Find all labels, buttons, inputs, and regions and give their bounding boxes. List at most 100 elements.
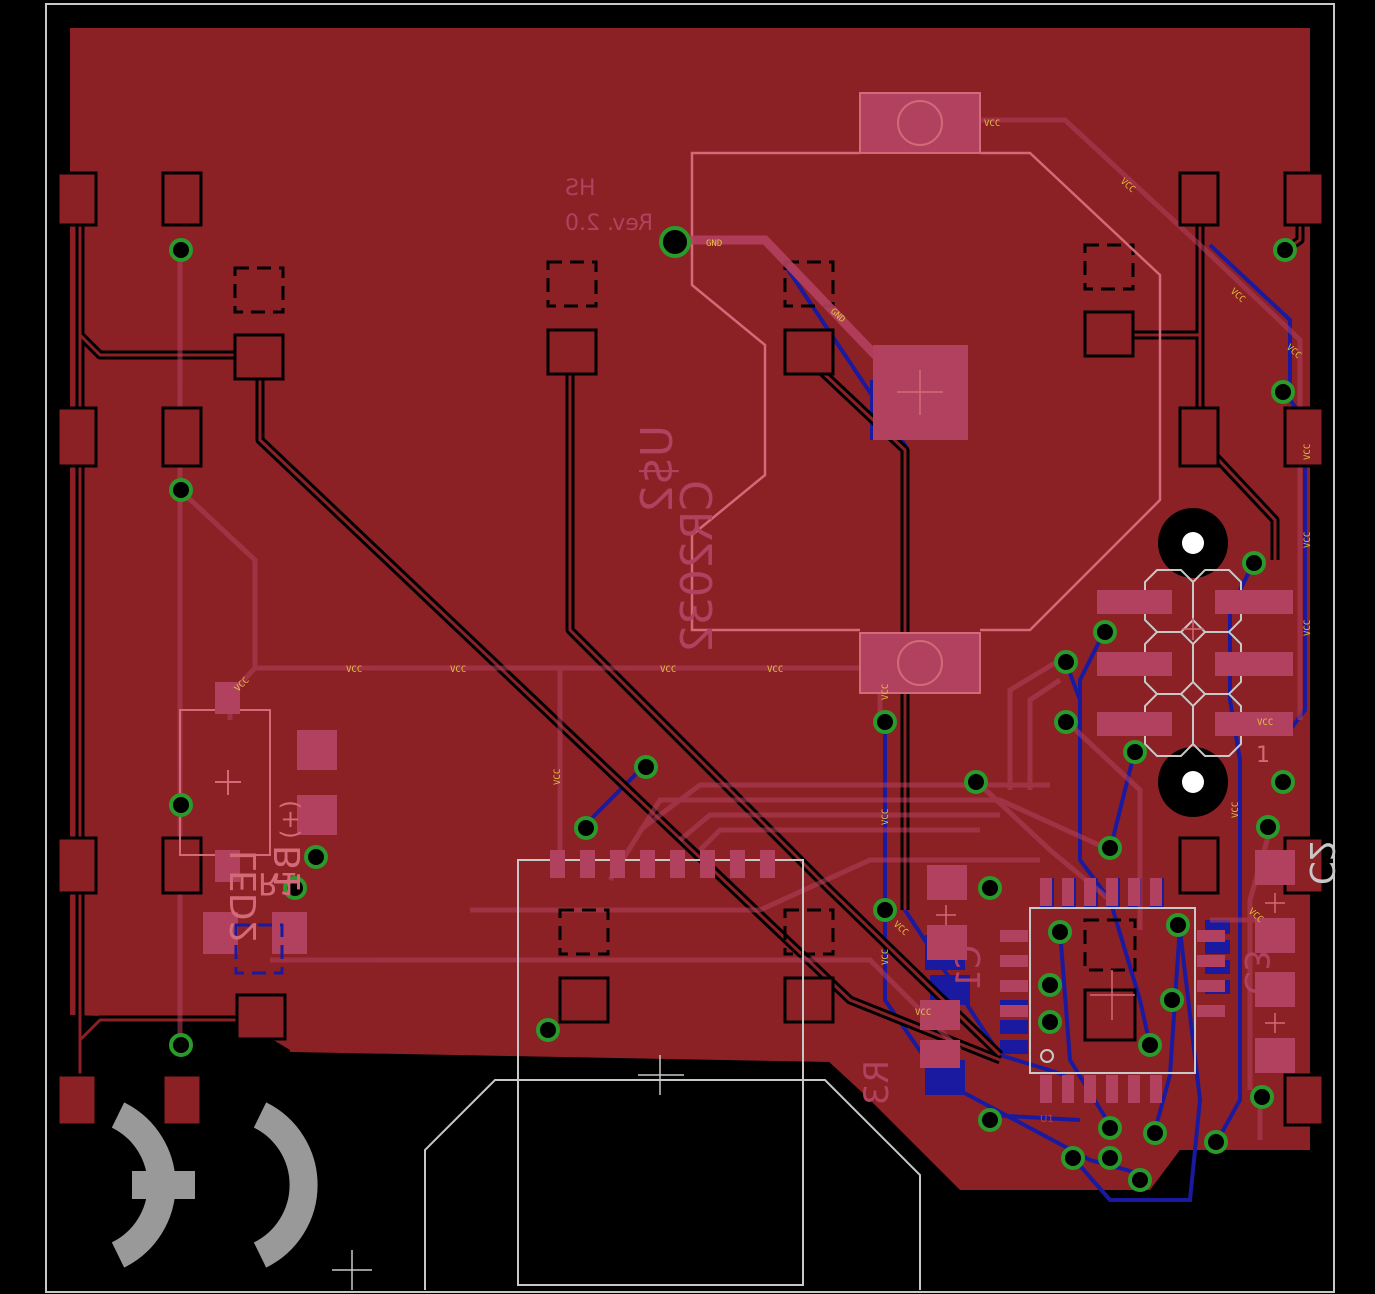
r1-pad-2 [272,912,307,954]
via [1271,770,1295,794]
via [169,793,193,817]
b1-pad-1 [297,730,337,770]
via [169,478,193,502]
via [1256,815,1280,839]
led2-pad-top [215,682,240,714]
usb-module-outline [517,859,804,1286]
u1-pin1-dot [1040,1049,1054,1063]
r1-pad-1 [203,912,238,954]
via [659,226,691,258]
c1-pad-2 [927,925,967,960]
via [1098,1116,1122,1140]
gnd-net-label: GND [706,239,722,249]
led2-pad-bottom [215,850,240,882]
led2-label: LED2 [224,850,265,943]
c1-label: C1 [949,945,989,990]
c1-mark [936,905,956,925]
via [1166,913,1190,937]
via [1061,1146,1085,1170]
via [1273,238,1297,262]
vcc-net-label: VCC [1303,444,1313,460]
dashed-pads [233,243,1135,956]
c2-pad-1 [1255,850,1295,885]
vcc-net-label: VCC [767,665,783,675]
vcc-net-label: VCC [1231,802,1241,818]
board-outline [45,3,1335,1293]
via [1250,1085,1274,1109]
vias [169,226,1297,1192]
via [283,876,307,900]
via [873,898,897,922]
vcc-net-label: VCC [881,809,891,825]
u1-center-pad-bottom [1083,918,1137,972]
via [1242,551,1266,575]
via [1271,380,1295,404]
via [1143,1121,1167,1145]
via [1093,620,1117,644]
top-traces-outside [289,1028,1075,1182]
vcc-net-label: VCC [1303,620,1313,636]
via [1054,710,1078,734]
c1-pad-1 [927,865,967,900]
u1-label: U1 [1040,1114,1054,1125]
c3-label: C3 [1236,950,1276,995]
via [169,238,193,262]
usb-module-center-mark [638,1055,684,1095]
vcc-net-label: VCC [915,1008,931,1018]
battery-part-label: CR2032 [672,480,723,653]
c3-pad-1 [1255,972,1295,1007]
origin-mark [332,1250,372,1290]
top-copper-pour [70,28,1310,1190]
c2-c3-marks [1265,893,1285,1033]
battery-pads [859,92,981,694]
via [1123,740,1147,764]
isp-pin1-label: 1 [1256,743,1270,768]
b1-pad-2 [297,795,337,835]
battery-holder-silk [690,151,1162,632]
smd-pads [56,171,1325,1127]
via [1138,1033,1162,1057]
vcc-net-label: VCC [553,769,563,785]
u1-center-mark [1090,970,1135,1020]
r1-bottom-pad [234,923,284,975]
r3-pad-2 [920,1040,960,1068]
vcc-net-label: VCC [881,949,891,965]
via [978,876,1002,900]
gnd-trace [690,235,884,364]
r1-label: R1 [258,865,298,900]
vcc-net-label: VCC [660,665,676,675]
via [1098,836,1122,860]
revision-label: Rev. 2.0 [565,211,653,236]
c2-pad-2 [1255,918,1295,953]
u1-center-pad-top [1083,988,1137,1042]
via [1098,1146,1122,1170]
c3-pad-2 [1255,1038,1295,1073]
via [1204,1130,1228,1154]
c2-label: C2 [1301,840,1341,885]
logo-mark [111,1102,318,1268]
vcc-net-label: VCC [346,665,362,675]
via [964,770,988,794]
vcc-net-label: VCC [1303,532,1313,548]
via [634,755,658,779]
b1-label: B1 [268,845,309,893]
via [1038,1010,1062,1034]
battery-ref-label: U$2 [632,425,683,513]
project-name: HS [565,176,596,201]
via [1048,920,1072,944]
via [873,710,897,734]
via [1160,988,1184,1012]
via [1128,1168,1152,1192]
via [1038,973,1062,997]
via [169,1033,193,1057]
vcc-net-label: VCC [1257,718,1273,728]
r3-pad-1 [920,1000,960,1030]
via [536,1018,560,1042]
r3-label: R3 [857,1060,897,1105]
vcc-net-label: VCC [881,684,891,700]
usb-module-pins [550,850,775,878]
via [1054,650,1078,674]
via [978,1108,1002,1132]
via [574,816,598,840]
